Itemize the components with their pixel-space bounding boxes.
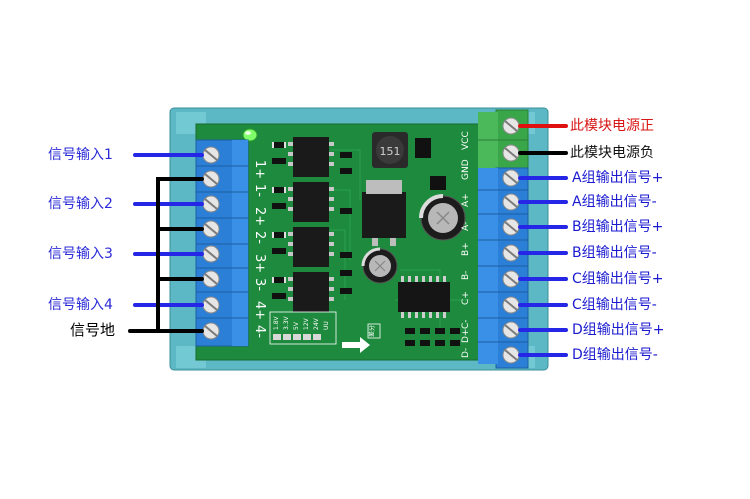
pin-label-3p: 3+ <box>252 254 267 273</box>
voltage-option-3v3: 3.3V <box>283 315 290 330</box>
label-group-b-output-negative: B组输出信号- <box>572 245 657 261</box>
output-pin-labels: GND VCC A+ A- B+ B- C+ C- D+ D- <box>461 131 471 358</box>
label-group-a-output-negative: A组输出信号- <box>572 194 657 210</box>
label-group-d-output-positive: D组输出信号+ <box>572 322 665 338</box>
voltage-option-suffix: UU <box>323 321 330 330</box>
pin-label-dn: D- <box>461 348 471 358</box>
resistor-array <box>272 142 352 299</box>
voltage-option-12v: 12V <box>303 317 310 330</box>
inductor-marking: 151 <box>380 145 401 158</box>
pin-label-vcc: VCC <box>461 131 471 150</box>
label-group-d-output-negative: D组输出信号- <box>572 347 658 363</box>
label-module-power-positive: 此模块电源正 <box>570 118 654 134</box>
label-group-b-output-positive: B组输出信号+ <box>572 219 664 235</box>
output-wires <box>518 124 568 357</box>
pin-label-dp: D+ <box>461 329 471 343</box>
capacitor-small <box>361 247 398 284</box>
pin-label-cn: C- <box>461 319 471 329</box>
voltage-select-pads: 1.8V 3.3V 5V 12V 24V UU <box>269 311 337 345</box>
voltage-option-24v: 24V <box>313 317 320 330</box>
driver-ic <box>398 276 450 318</box>
label-signal-input-4: 信号输入4 <box>48 297 113 313</box>
pin-label-bp: B+ <box>461 242 471 256</box>
voltage-option-1v8: 1.8V <box>273 315 280 330</box>
label-signal-ground: 信号地 <box>70 321 116 339</box>
pin-label-cp: C+ <box>461 291 471 305</box>
label-group-a-output-positive: A组输出信号+ <box>572 170 664 186</box>
small-ic <box>415 138 446 190</box>
pin-label-1n: 1- <box>252 184 267 197</box>
input-wires <box>128 153 204 333</box>
pcb-board <box>195 123 517 361</box>
label-module-power-negative: 此模块电源负 <box>570 145 654 161</box>
pin-label-gnd: GND <box>461 159 471 180</box>
pin-label-bn: B- <box>461 271 471 280</box>
pin-label-1p: 1+ <box>252 160 267 179</box>
power-terminal-block <box>478 109 529 171</box>
input-terminal-block <box>195 139 249 347</box>
label-group-c-output-positive: C组输出信号+ <box>572 271 664 287</box>
output-terminal-block <box>478 167 529 369</box>
pin-label-2p: 2+ <box>252 207 267 226</box>
label-signal-input-3: 信号输入3 <box>48 246 113 262</box>
pin-label-ap: A+ <box>461 193 471 207</box>
pin-label-2n: 2- <box>252 231 267 244</box>
capacitor-large <box>419 194 466 241</box>
label-group-c-output-negative: C组输出信号- <box>572 297 657 313</box>
differential-arrow: 差分 <box>342 323 381 353</box>
differential-label: 差分 <box>368 325 376 337</box>
smd-row <box>405 328 460 346</box>
power-led <box>242 128 258 142</box>
pin-label-3n: 3- <box>252 278 267 291</box>
label-signal-input-1: 信号输入1 <box>48 147 113 163</box>
pin-label-4p: 4+ <box>252 301 267 320</box>
voltage-option-5v: 5V <box>293 321 300 330</box>
pin-label-4n: 4- <box>252 325 267 338</box>
pin-label-an: A- <box>461 222 471 231</box>
inductor: 151 <box>372 132 408 168</box>
voltage-regulator <box>362 180 406 246</box>
optocoupler-chips <box>288 137 334 312</box>
label-signal-input-2: 信号输入2 <box>48 196 113 212</box>
input-pin-labels: 1+ 1- 2+ 2- 3+ 3- 4+ 4- <box>252 160 267 338</box>
